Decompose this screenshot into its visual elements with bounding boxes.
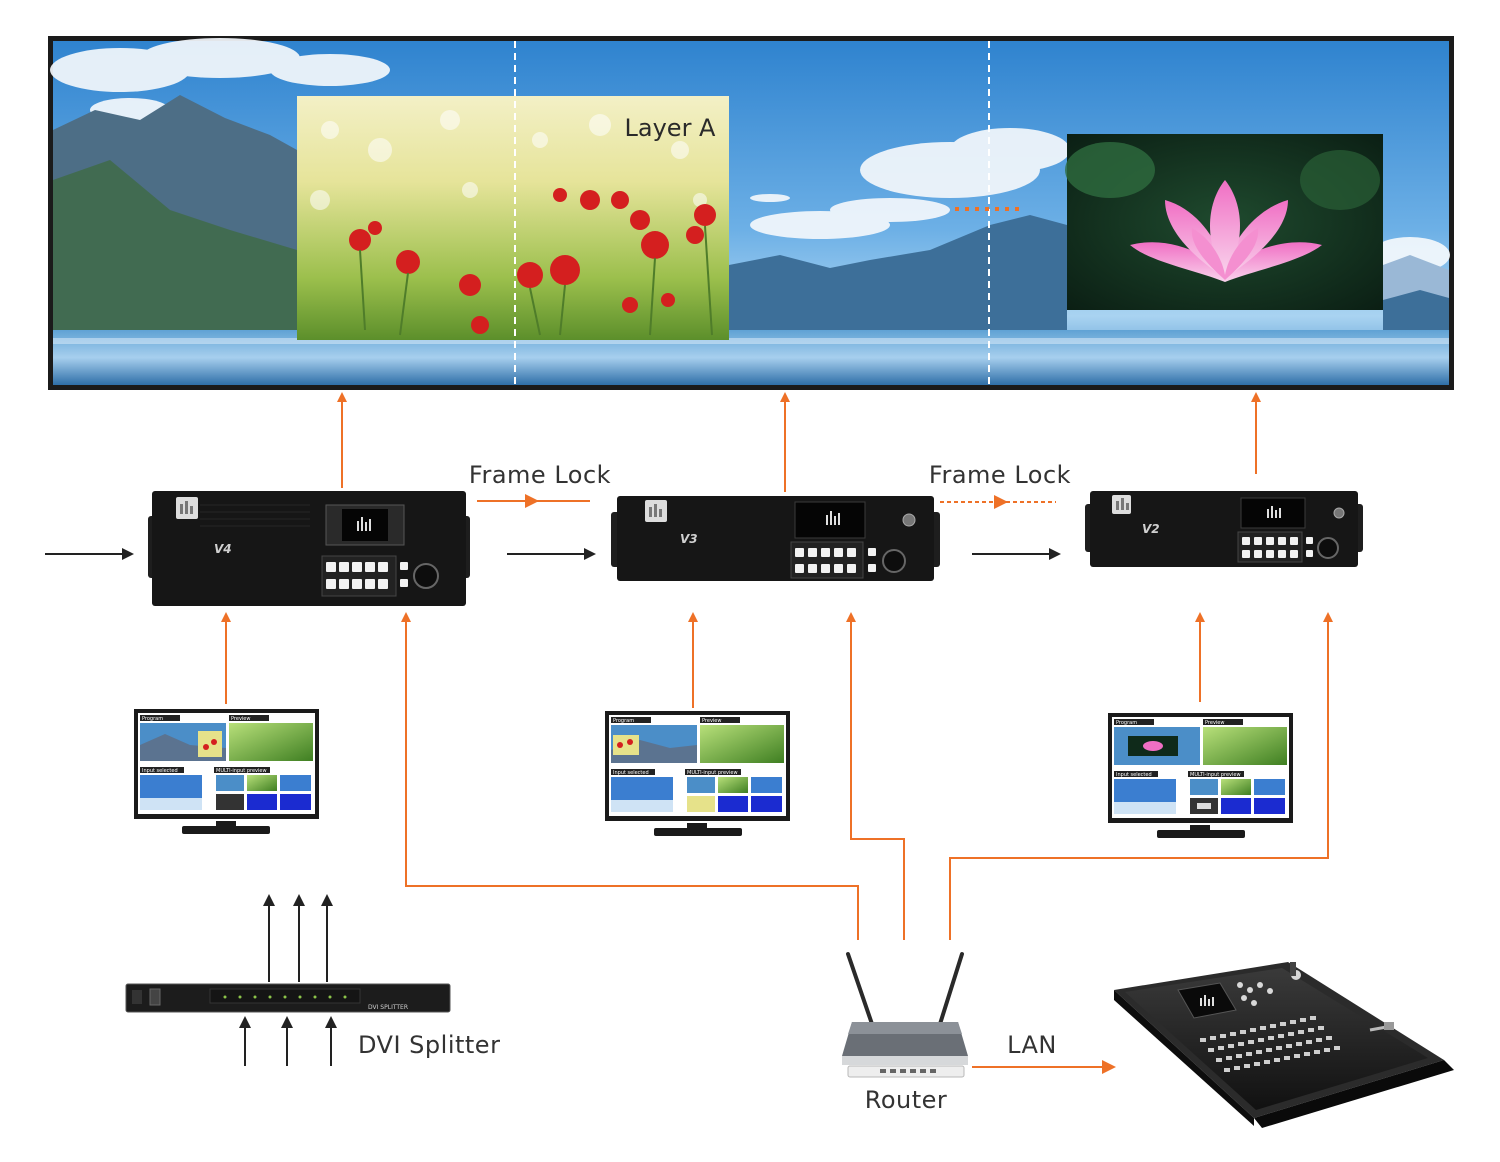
lotus-flower [1130,180,1322,282]
input-label: Input selected [613,770,649,776]
monitor-2: Program Preview Input selected MULTI-inp… [605,711,790,836]
dvi-splitter: DVI SPLITTER DVI Splitter [125,894,500,1066]
processor-v2[interactable]: V2 [1085,491,1363,567]
processor-body [152,491,466,606]
preview-label: Preview [1205,720,1224,726]
control-console [1114,962,1454,1128]
program-label: Program [1116,720,1137,726]
preview-label: Preview [702,718,721,724]
frame-lock-label-2: Frame Lock [929,461,1071,489]
router-label: Router [865,1086,948,1114]
multi-input-label: MULTI-input preview [216,768,267,774]
processor-v3[interactable]: V3 [611,496,940,581]
mountain-middle [729,215,1067,330]
processor-name: V3 [680,532,698,546]
processor-logo-icon [645,500,667,522]
lotus-window [1065,134,1383,310]
program-label: Program [142,716,163,722]
dvi-splitter-label: DVI Splitter [358,1031,500,1059]
network-line-v4 [401,612,859,940]
output-arrows [337,392,1261,492]
preview-label: Preview [231,716,250,722]
processor-logo-icon [176,497,198,519]
network-line-v2 [949,612,1333,940]
function-keys[interactable] [1242,537,1298,558]
processor-name: V2 [1142,522,1160,536]
multi-input-label: MULTI-input preview [687,770,738,776]
splitter-output-arrows [263,894,333,982]
layer-a-window: Layer A [297,96,729,340]
processor-name: V4 [214,542,232,556]
network-lines [401,612,1333,940]
function-keys[interactable] [795,548,856,573]
poppy-flowers [349,188,716,334]
router-icon [842,952,968,1078]
rotary-knob[interactable] [413,563,439,589]
input-label: Input selected [142,768,178,774]
monitor-3: Program Preview Input selected MULTI-inp… [1108,713,1293,838]
monitor-1: Program Preview Input selected MULTI-inp… [134,709,319,834]
rotary-knob[interactable] [882,549,906,573]
input-label: Input selected [1116,772,1152,778]
power-button[interactable] [1333,507,1345,519]
processor-v4[interactable]: V4 [148,491,470,606]
control-console-icon [1114,962,1454,1128]
splitter-input-arrows [239,1016,337,1066]
processor-logo-icon [1112,495,1131,514]
led-wall: Layer A [48,36,1454,390]
layer-a-label: Layer A [625,114,717,142]
splitter-panel-text: DVI SPLITTER [368,1004,408,1011]
router: Router [842,952,968,1114]
function-keys[interactable] [326,562,388,589]
lan-label: LAN [1007,1031,1057,1059]
program-label: Program [613,718,634,724]
rotary-knob[interactable] [1317,537,1339,559]
multi-input-label: MULTI-input preview [1190,772,1241,778]
frame-lock-label-1: Frame Lock [469,461,611,489]
monitor-arrows [221,612,1205,708]
poppy-field-image [297,96,729,340]
power-button[interactable] [902,513,916,527]
network-line-v3 [846,612,905,940]
